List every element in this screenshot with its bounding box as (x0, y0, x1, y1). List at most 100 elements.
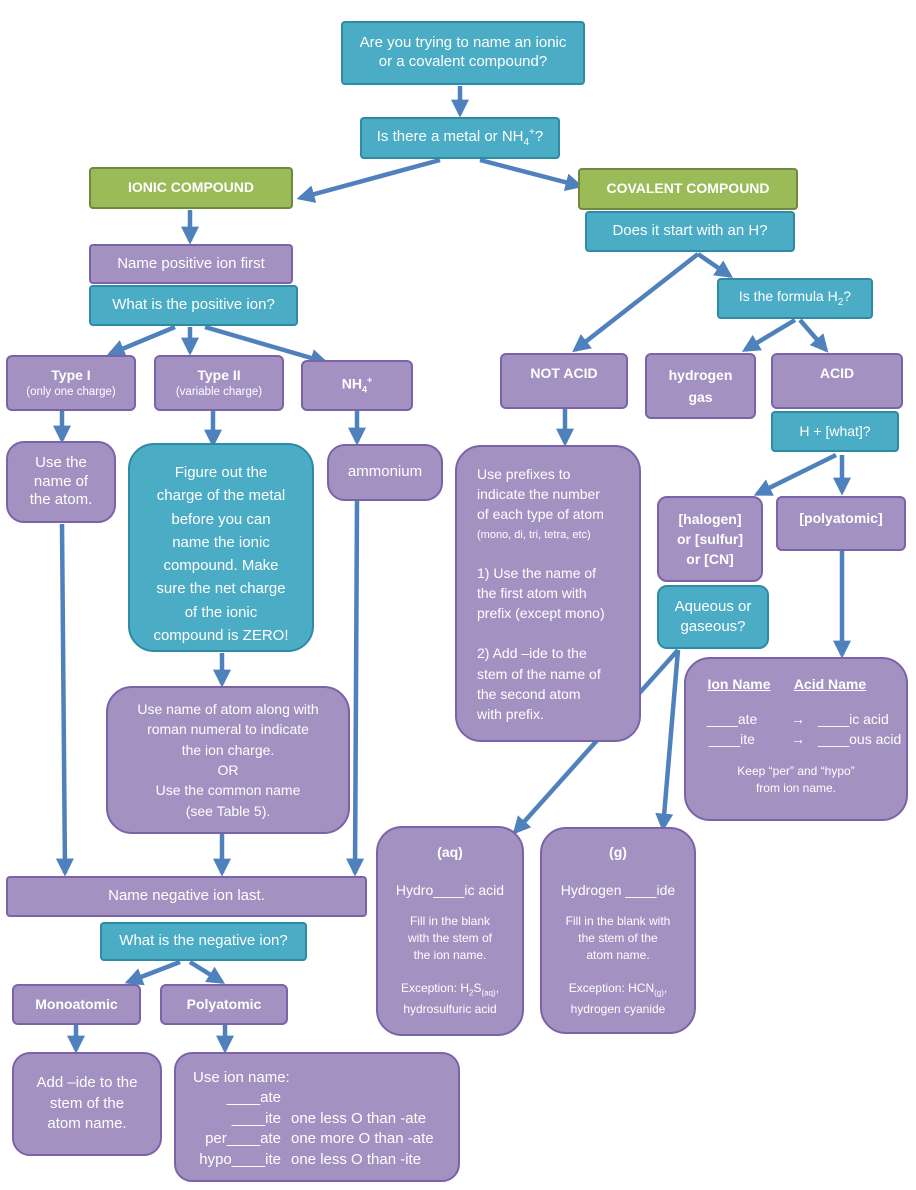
negative-ion-question-text: What is the negative ion? (119, 932, 288, 950)
poly-row-4-left: hypo____ite (199, 1150, 281, 1168)
prefix-step2-line-3: the second atom (477, 685, 581, 702)
ammonium-text: ammonium (347, 463, 423, 480)
prefix-note: (mono, di, tri, tetra, etc) (477, 528, 591, 541)
g-name: Hydrogen ____ide (560, 881, 676, 898)
arrow-whatq-to-halogen (753, 452, 837, 497)
poly-row-1: ____ate (176, 1088, 458, 1108)
formula-h2-text: Is the formula H2? (738, 287, 852, 308)
arrow-ammonium-to-negative (346, 500, 365, 877)
h-plus-what-question: H + [what]? (771, 411, 899, 452)
g-title: (g) (609, 844, 627, 860)
type1-action-line-2: name of (33, 472, 89, 490)
aq-name: Hydro____ic acid (395, 881, 505, 898)
prefix-step2-line-2: stem of the name of (477, 665, 601, 682)
poly-row-3-left: per____ate (205, 1130, 281, 1148)
g-exception: Exception: HCN(g), hydrogen cyanide (542, 980, 694, 1018)
ion-row-2-arrow: → (791, 731, 805, 747)
poly-heading: Use ion name: (193, 1069, 290, 1086)
arrow-aqq-to-g (655, 649, 681, 832)
aq-fill-line-1: Fill in the blank (409, 914, 491, 928)
polyatomic-acid-box: [polyatomic] (776, 496, 906, 551)
g-fill-line-2: the stem of the (578, 931, 658, 945)
h-plus-what-text: H + [what]? (799, 422, 871, 439)
arrow-negq-to-mono (124, 959, 181, 986)
gaseous-acid-box: (g) Hydrogen ____ide Fill in the blank w… (540, 827, 696, 1034)
figure-line-2: charge of the metal (156, 487, 286, 505)
not-acid-box: NOT ACID (500, 353, 628, 409)
arrow-hq-to-notacid (572, 252, 700, 353)
arrow-posq-to-type1 (106, 324, 176, 357)
metal-question-text: Is there a metal or NH4+? (376, 126, 544, 148)
nh4-title: NH4+ (341, 375, 373, 395)
hydrogen-gas-box: hydrogen gas (645, 353, 756, 419)
ion-note-line-1: Keep “per” and “hypo” (737, 763, 855, 778)
use-name-line-6: (see Table 5). (185, 802, 271, 819)
prefix-spacer-1 (477, 545, 639, 563)
poly-row-1-left: ____ate (226, 1089, 281, 1107)
ionic-title: IONIC COMPOUND (128, 179, 254, 196)
hydrogen-gas-line-2: gas (688, 389, 713, 405)
ion-row-2-ion: ____ite (709, 731, 755, 747)
covalent-compound-header: COVALENT COMPOUND (578, 168, 798, 210)
ion-table-note: Keep “per” and “hypo” from ion name. (686, 763, 906, 797)
prefix-step2-line-1: 2) Add –ide to the (477, 645, 587, 662)
type2-figure-box: Figure out the charge of the metal befor… (128, 443, 314, 652)
arrow-metal-to-ionic (296, 157, 441, 203)
g-fill-line-3: atom name. (586, 948, 650, 962)
aq-exception-line-1: Exception: H2S(aq), (400, 981, 500, 998)
hydrogen-gas-line-1: hydrogen (668, 367, 733, 383)
acid-box: ACID (771, 353, 903, 409)
name-positive-first: Name positive ion first (89, 244, 293, 284)
monoatomic-box: Monoatomic (12, 984, 141, 1025)
acid-title: ACID (819, 365, 855, 381)
type2-box: Type II (variable charge) (154, 355, 284, 411)
arrow-hq-to-h2q (696, 252, 733, 279)
aq-exception: Exception: H2S(aq), hydrosulfuric acid (378, 980, 522, 1018)
ion-acid-name-table: Ion Name Acid Name ____ate → ____ic acid… (684, 657, 908, 821)
ion-table-header: Ion Name Acid Name (686, 676, 906, 694)
prefix-step1-line-1: 1) Use the name of (477, 564, 597, 581)
name-negative-last-text: Name negative ion last. (108, 887, 265, 905)
prefix-spacer-2 (477, 623, 639, 643)
mono-action-line-1: Add –ide to the (36, 1074, 138, 1092)
g-exception-line-1: Exception: HCN(g), (568, 981, 668, 998)
figure-line-8: compound is ZERO! (153, 627, 289, 645)
figure-line-1: Figure out the (174, 464, 268, 481)
use-name-line-4: OR (217, 762, 239, 778)
metal-question: Is there a metal or NH4+? (360, 117, 560, 159)
polyatomic-ionic-title: Polyatomic (186, 995, 262, 1012)
g-exception-line-2: hydrogen cyanide (570, 1002, 666, 1017)
not-acid-title: NOT ACID (530, 365, 598, 381)
prefix-step1-line-2: the first atom with (477, 585, 587, 602)
nh4-box: NH4+ (301, 360, 413, 411)
g-fill-line-1: Fill in the blank with (565, 914, 671, 928)
ionic-compound-header: IONIC COMPOUND (89, 167, 293, 209)
arrow-posq-to-nh4 (204, 324, 329, 367)
prefix-line-2: indicate the number (477, 486, 600, 503)
mono-action-line-3: atom name. (47, 1115, 127, 1133)
positive-ion-question-text: What is the positive ion? (112, 296, 275, 314)
arrow-type1-to-negative (55, 523, 74, 877)
aq-q-line-1: Aqueous or (674, 598, 752, 615)
covalent-title: COVALENT COMPOUND (606, 180, 770, 197)
use-name-line-3: the ion charge. (181, 741, 275, 758)
prefix-line-3: of each type of atom (477, 506, 604, 523)
arrow-metal-to-covalent (479, 157, 584, 192)
ammonium-box: ammonium (327, 444, 443, 501)
type2-use-name-box: Use name of atom along with roman numera… (106, 686, 350, 834)
halogen-line-1: [halogen] (678, 511, 742, 527)
polyatomic-ionic-box: Polyatomic (160, 984, 288, 1025)
figure-line-6: sure the net charge (156, 580, 286, 598)
poly-row-2-right: one less O than -ate (291, 1109, 427, 1127)
halogen-box: [halogen] or [sulfur] or [CN] (657, 496, 763, 582)
starts-with-h-text: Does it start with an H? (612, 222, 768, 240)
use-name-line-1: Use name of atom along with (137, 701, 319, 718)
polyatomic-acid-title: [polyatomic] (799, 510, 883, 526)
arrow-negq-to-poly (188, 960, 226, 984)
figure-line-3: before you can (171, 510, 271, 528)
start-question: Are you trying to name an ionic or a cov… (341, 21, 585, 85)
use-name-line-2: roman numeral to indicate (147, 721, 309, 738)
